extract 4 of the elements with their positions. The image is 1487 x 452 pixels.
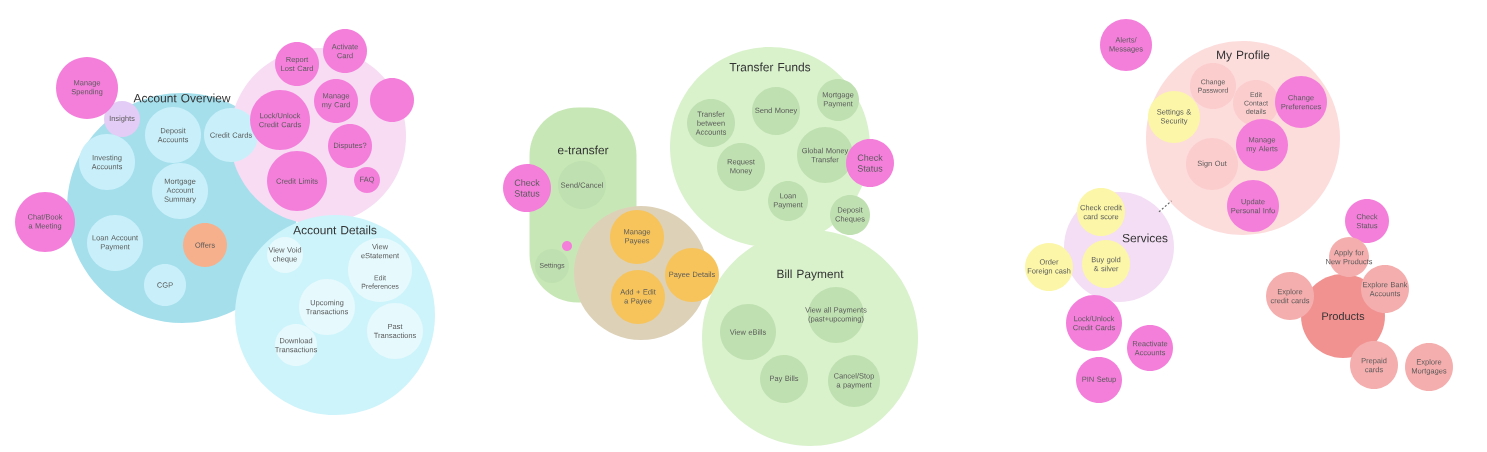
group-circle [370, 78, 414, 122]
node-label: Transfer Funds [729, 62, 811, 72]
bubble: Check Status [503, 164, 551, 212]
dotted-connector [1158, 200, 1173, 213]
